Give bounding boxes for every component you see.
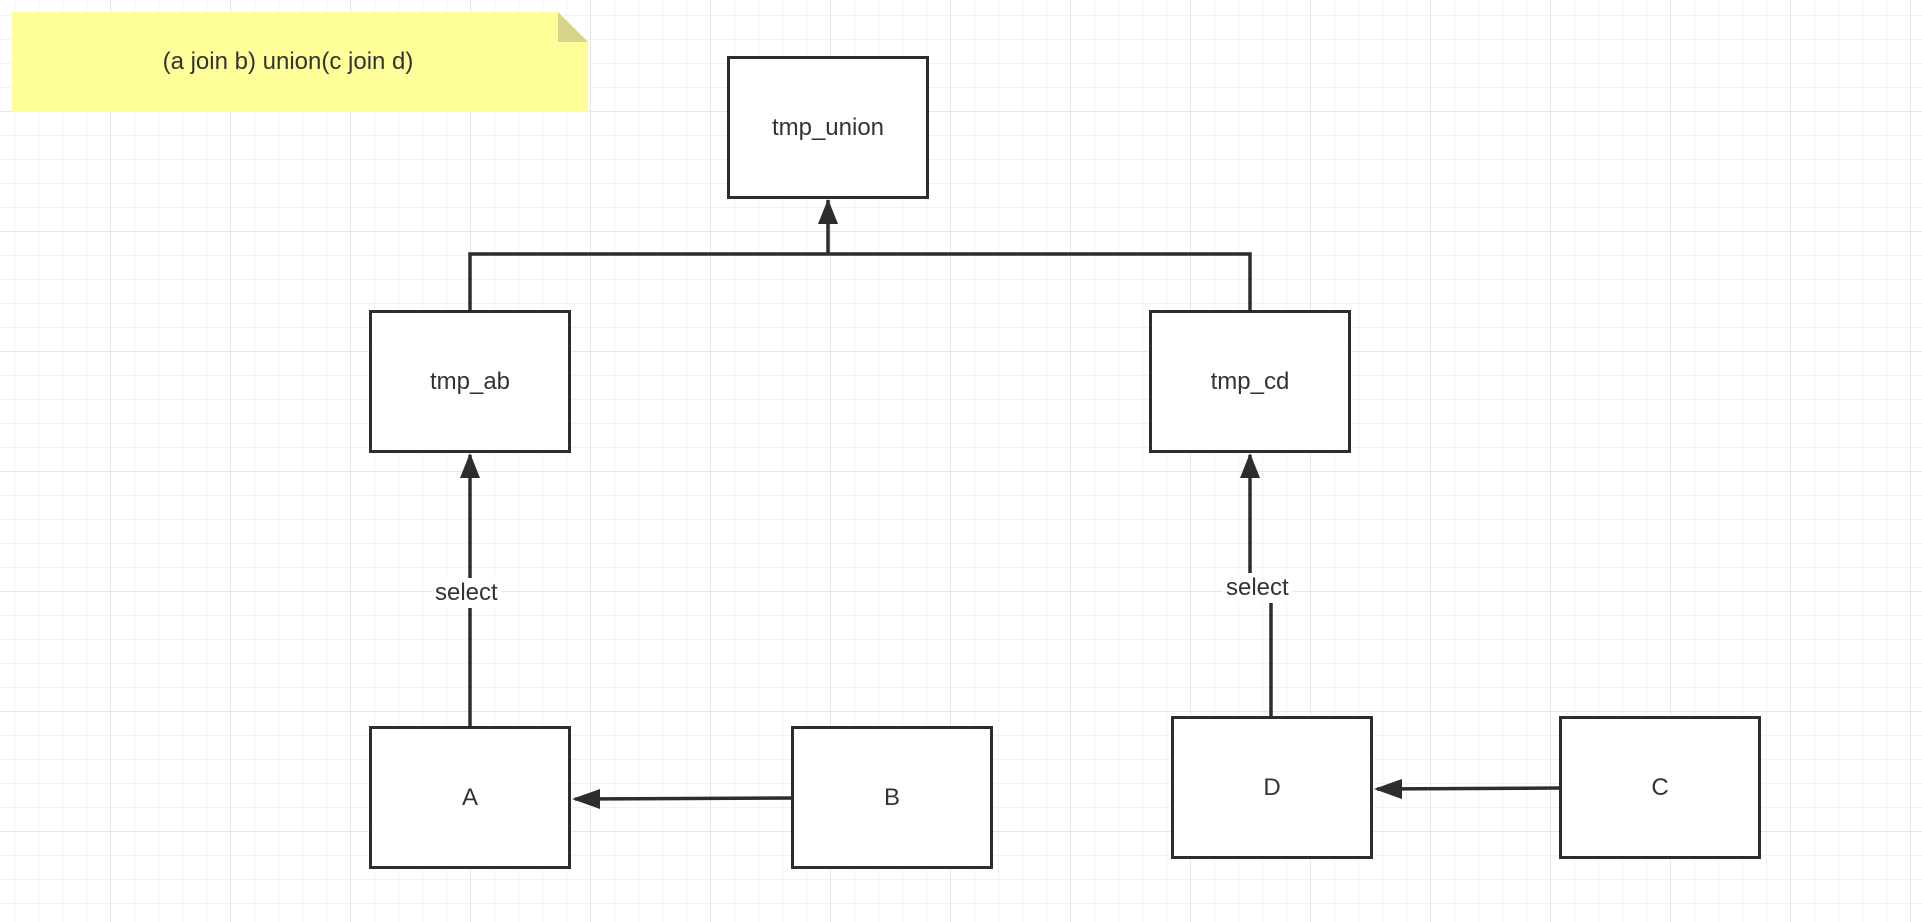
node-a[interactable]: A [369,726,571,869]
node-c-label: C [1651,773,1669,801]
node-c[interactable]: C [1559,716,1761,859]
note-text: (a join b) union(c join d) [162,48,414,75]
edge-label-select-cd: select [1222,573,1293,603]
node-tmp-cd-label: tmp_cd [1210,367,1290,395]
edge-label-select-ab: select [431,578,502,608]
arrowhead-tmp-ab [460,453,480,478]
edge-b-to-a[interactable] [574,796,793,801]
arrowhead-a [572,789,600,809]
node-b-label: B [883,783,900,811]
node-tmp-ab-label: tmp_ab [429,367,511,395]
edge-c-to-d[interactable] [1376,786,1561,791]
arrowhead-tmp-cd [1240,453,1260,478]
arrowhead-d [1374,779,1402,799]
node-tmp-cd[interactable]: tmp_cd [1149,310,1351,453]
node-d[interactable]: D [1171,716,1373,859]
node-a-label: A [461,783,478,811]
edge-tmp-ab-to-tmp-union[interactable] [468,252,1252,311]
node-b[interactable]: B [791,726,993,869]
node-tmp-union-label: tmp_union [771,113,885,141]
sticky-note[interactable] [12,12,588,112]
node-tmp-ab[interactable]: tmp_ab [369,310,571,453]
node-d-label: D [1263,773,1281,801]
arrowhead-tmp-union [818,199,838,224]
node-tmp-union[interactable]: tmp_union [727,56,929,199]
sticky-note-fold [558,12,588,42]
